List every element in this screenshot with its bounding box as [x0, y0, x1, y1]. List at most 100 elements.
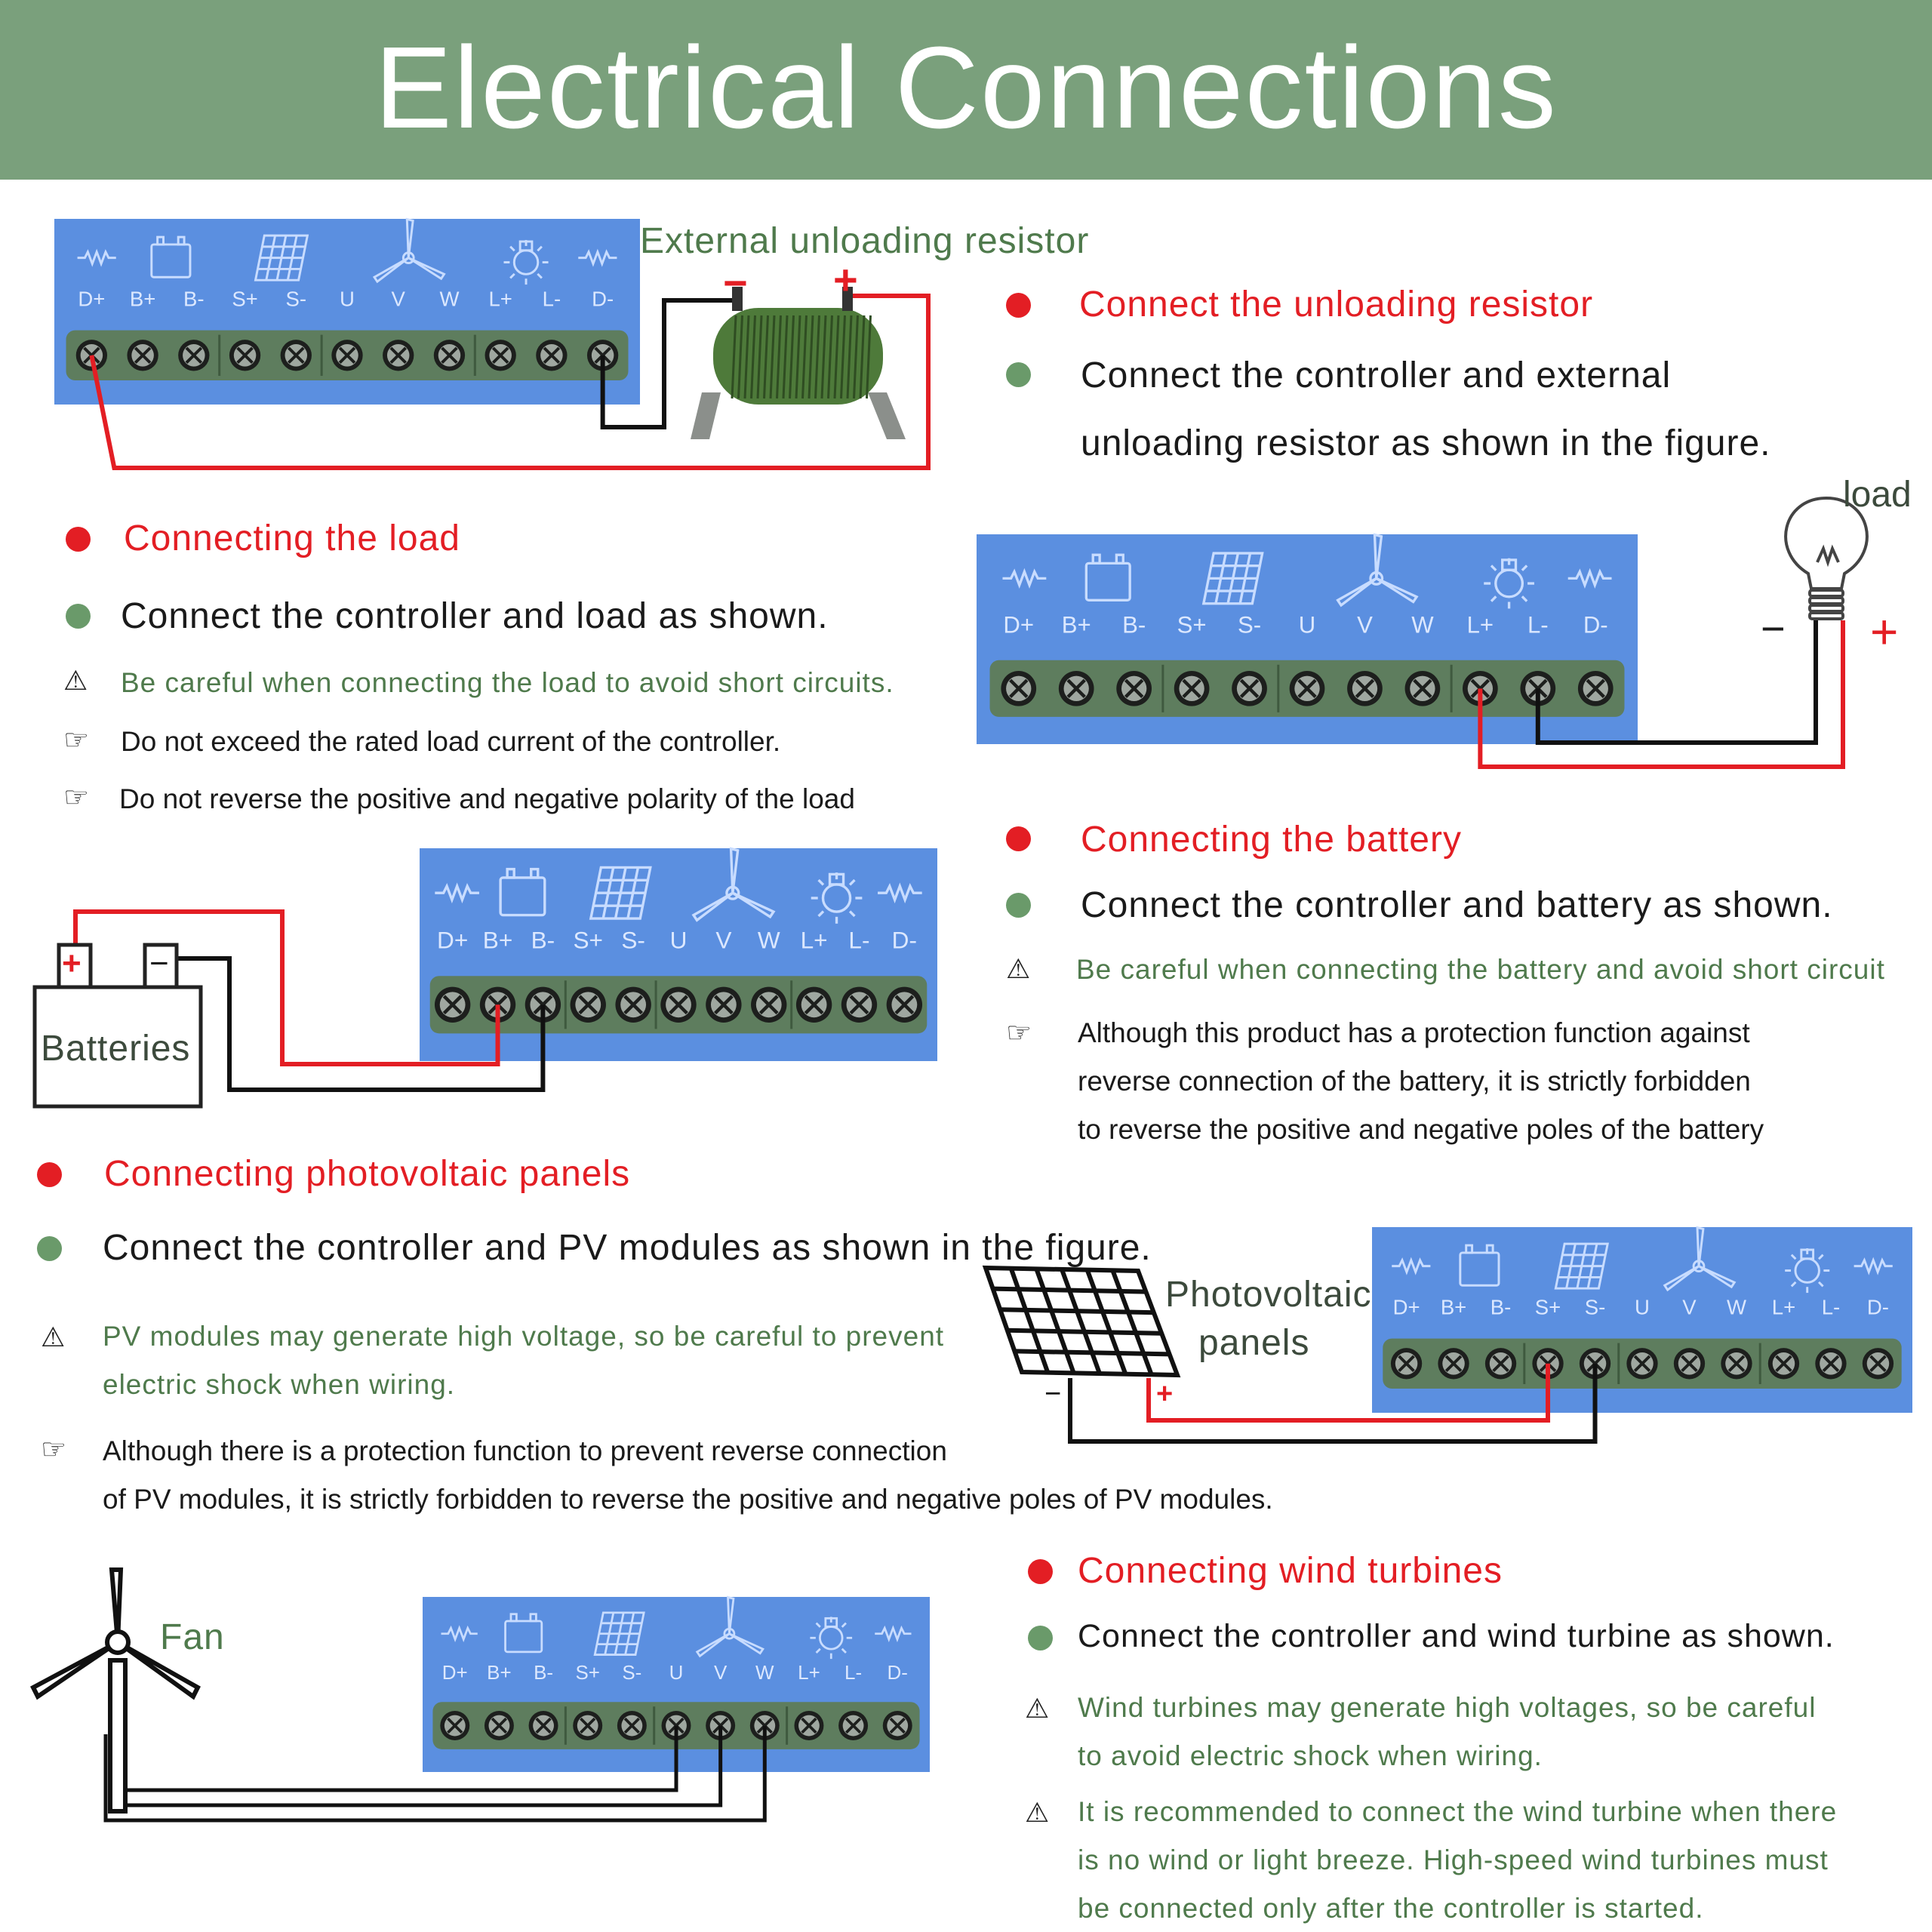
- resistor-icon: [1854, 1257, 1893, 1275]
- terminal-label: V: [714, 1661, 728, 1684]
- terminal-screw: [660, 986, 697, 1023]
- solar-panel-icon: [1201, 552, 1264, 605]
- terminal-label: B-: [531, 927, 555, 954]
- warning-icon: ⚠: [1025, 1798, 1050, 1829]
- load-note-2: Do not reverse the positive and negative…: [119, 783, 855, 814]
- battery-instruction: Connect the controller and battery as sh…: [1081, 885, 1833, 925]
- wind-turbine-icon: [1663, 1226, 1737, 1292]
- terminal-screw: [485, 340, 516, 371]
- wind-warning-2-line-3: be connected only after the controller i…: [1078, 1893, 1704, 1924]
- terminal-label: L-: [1822, 1296, 1841, 1319]
- terminal-screw: [838, 1711, 869, 1741]
- resistor-icon: [77, 248, 116, 267]
- terminal-label: S-: [621, 927, 645, 954]
- terminal-screw: [1484, 1348, 1517, 1380]
- battery-negative-wire: [177, 956, 546, 1092]
- wind-turbine-icon: [691, 847, 776, 922]
- resistor-icon: [1392, 1257, 1431, 1275]
- terminal-label: U: [669, 1661, 684, 1684]
- pv-heading: Connecting photovoltaic panels: [104, 1154, 631, 1194]
- terminal-screw: [331, 340, 363, 371]
- solar-panel-icon: [589, 866, 652, 920]
- load-minus-label: −: [1761, 605, 1786, 652]
- terminal-label: D-: [1583, 612, 1608, 638]
- terminal-label: S-: [1585, 1296, 1606, 1319]
- load-note-1: Do not exceed the rated load current of …: [121, 726, 781, 757]
- resistor-label: External unloading resistor: [640, 221, 1090, 261]
- terminal-label: S-: [1238, 612, 1261, 638]
- battery-icon: [504, 1613, 543, 1654]
- wind-warning-2-line-2: is no wind or light breeze. High-speed w…: [1078, 1844, 1829, 1875]
- wind-turbine-icon: [372, 217, 446, 284]
- pv-note-line-1: Although there is a protection function …: [103, 1435, 947, 1466]
- terminal-screw: [1815, 1348, 1847, 1380]
- terminal-screw: [886, 986, 923, 1023]
- wind-heading: Connecting wind turbines: [1078, 1551, 1503, 1591]
- terminal-screw: [1404, 670, 1441, 706]
- terminal-screw: [795, 986, 832, 1023]
- wind-turbine-icon: [1336, 533, 1419, 608]
- terminal-label: S+: [574, 927, 604, 954]
- terminal-label: D-: [892, 927, 917, 954]
- green-bullet: [37, 1236, 62, 1261]
- terminal-label: S+: [232, 288, 257, 311]
- terminal-label: D+: [437, 927, 468, 954]
- wind-warning-1-line-2: to avoid electric shock when wiring.: [1078, 1740, 1543, 1771]
- load-label: load: [1843, 475, 1912, 515]
- terminal-screw: [1438, 1348, 1469, 1380]
- terminal-screw: [794, 1711, 824, 1741]
- wind-turbine-component-icon: [30, 1567, 201, 1814]
- terminal-label: D+: [1393, 1296, 1420, 1319]
- terminal-screw: [280, 340, 312, 371]
- red-bullet: [1006, 826, 1031, 851]
- wind-instruction: Connect the controller and wind turbine …: [1078, 1618, 1835, 1654]
- terminal-screw: [1673, 1348, 1706, 1380]
- page-title: Electrical Connections: [374, 23, 1558, 152]
- battery-warning: Be careful when connecting the battery a…: [1076, 954, 1885, 985]
- green-bullet: [1028, 1626, 1053, 1651]
- terminal-label: U: [1299, 612, 1315, 638]
- terminal-screw: [440, 1711, 470, 1741]
- terminal-label: L-: [848, 927, 869, 954]
- solar-panel-icon: [593, 1611, 645, 1656]
- solar-panel-icon: [1554, 1242, 1609, 1290]
- resistor-icon: [1567, 568, 1612, 589]
- resistor-instruction-1: Connect the controller and external: [1081, 355, 1672, 395]
- load-negative-wire: [1535, 620, 1818, 745]
- terminal-screw: [570, 986, 606, 1023]
- terminal-label: D-: [592, 288, 614, 311]
- pv-label-line-2: panels: [1198, 1323, 1310, 1363]
- pv-plus-label: +: [1156, 1378, 1174, 1410]
- terminal-screw: [1001, 670, 1037, 706]
- wind-turbine-icon: [695, 1595, 764, 1658]
- load-warning: Be careful when connecting the load to a…: [121, 667, 894, 698]
- terminal-screw: [1390, 1348, 1423, 1380]
- terminal-label: B-: [534, 1661, 553, 1684]
- terminal-label: D-: [1867, 1296, 1889, 1319]
- terminal-screw: [383, 340, 414, 371]
- battery-icon: [1459, 1244, 1500, 1287]
- terminal-label: B+: [1062, 612, 1091, 638]
- resistor-positive-wire: [89, 294, 931, 470]
- terminal-label: D+: [1003, 612, 1034, 638]
- terminal-label: U: [1635, 1296, 1650, 1319]
- terminal-screw: [1767, 1348, 1800, 1380]
- lamp-icon: [1785, 1248, 1830, 1294]
- terminal-label: L+: [1772, 1296, 1795, 1319]
- wind-warning-2-line-1: It is recommended to connect the wind tu…: [1078, 1796, 1838, 1827]
- terminal-label: L+: [801, 927, 828, 954]
- terminal-screw: [536, 340, 568, 371]
- load-positive-wire: [1478, 620, 1845, 769]
- resistor-icon: [875, 1625, 912, 1643]
- resistor-icon: [878, 882, 922, 904]
- warning-icon: ⚠: [63, 666, 88, 697]
- terminal-label: U: [670, 927, 688, 954]
- terminal-label: V: [392, 288, 406, 311]
- terminal-screw: [528, 1711, 558, 1741]
- pv-positive-wire: [1146, 1363, 1551, 1423]
- terminal-screw: [1116, 670, 1152, 706]
- terminal-label: B-: [1491, 1296, 1512, 1319]
